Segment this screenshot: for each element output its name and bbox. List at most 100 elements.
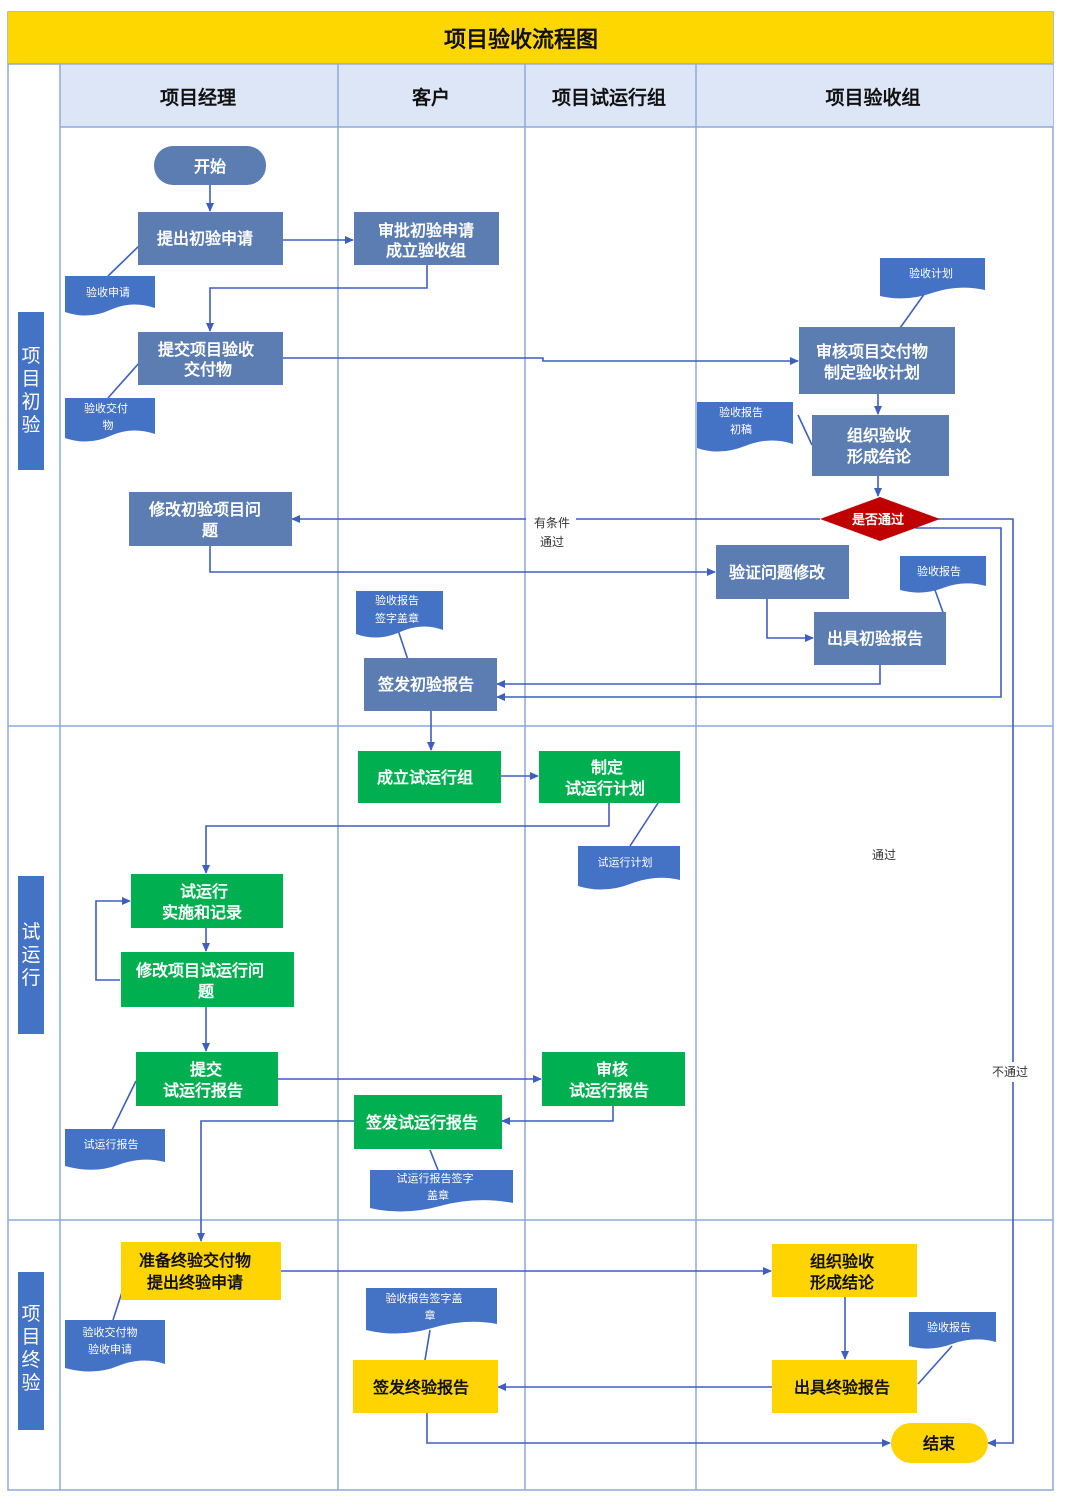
svg-text:验收交付物: 验收交付物 xyxy=(83,1325,138,1339)
svg-text:初: 初 xyxy=(21,391,40,413)
doc-deliverables: 验收交付 物 xyxy=(65,398,155,442)
svg-text:试运行报告签字: 试运行报告签字 xyxy=(397,1171,474,1185)
doc-report-initial: 验收报告 xyxy=(900,556,986,593)
svg-text:成立验收组: 成立验收组 xyxy=(386,241,466,260)
svg-text:章: 章 xyxy=(425,1308,436,1322)
svg-text:验收报告签字盖: 验收报告签字盖 xyxy=(386,1291,463,1305)
svg-text:组织验收: 组织验收 xyxy=(810,1252,874,1271)
fix-trial-node: 修改项目试运行问 题 xyxy=(121,952,294,1007)
connectors xyxy=(95,185,1014,1447)
svg-text:签字盖章: 签字盖章 xyxy=(375,611,419,625)
doc-plan: 验收计划 xyxy=(880,258,985,299)
doc-sign-initial: 验收报告 签字盖章 xyxy=(356,591,443,638)
doc-sign-final: 验收报告签字盖 章 xyxy=(366,1288,497,1334)
svg-text:验收计划: 验收计划 xyxy=(909,266,953,280)
svg-text:出具初验报告: 出具初验报告 xyxy=(827,629,923,648)
svg-text:提出初验申请: 提出初验申请 xyxy=(157,229,253,248)
title-bar xyxy=(8,12,1053,64)
approve-node: 审批初验申请 成立验收组 xyxy=(354,212,499,265)
svg-text:目: 目 xyxy=(21,1326,40,1348)
establish-trial-node: 成立试运行组 xyxy=(358,751,501,803)
svg-text:目: 目 xyxy=(21,368,40,390)
svg-text:试运行报告: 试运行报告 xyxy=(163,1081,243,1100)
issue-final-report-node: 出具终验报告 xyxy=(772,1360,917,1413)
make-trial-plan-node: 制定 试运行计划 xyxy=(539,751,680,803)
svg-text:提交: 提交 xyxy=(190,1060,222,1079)
edge-label-conditional-1: 有条件 xyxy=(534,516,570,530)
doc-trial-report: 试运行报告 xyxy=(65,1129,165,1170)
svg-text:项: 项 xyxy=(21,345,40,367)
svg-text:制定: 制定 xyxy=(591,758,623,777)
prepare-final-node: 准备终验交付物 提出终验申请 xyxy=(121,1242,281,1300)
svg-text:盖章: 盖章 xyxy=(427,1188,449,1202)
svg-text:形成结论: 形成结论 xyxy=(810,1273,875,1292)
svg-text:形成结论: 形成结论 xyxy=(847,447,912,466)
lane-header-bar xyxy=(60,65,1053,127)
svg-text:题: 题 xyxy=(198,982,215,1001)
issue-initial-report-node: 出具初验报告 xyxy=(814,612,946,665)
lane-header-trial-group: 项目试运行组 xyxy=(552,86,666,109)
review-trial-report-node: 审核 试运行报告 xyxy=(542,1052,685,1106)
svg-text:试: 试 xyxy=(21,921,40,943)
doc-apply: 验收申请 xyxy=(65,276,155,316)
svg-text:运: 运 xyxy=(21,944,40,966)
svg-text:提交项目验收: 提交项目验收 xyxy=(158,340,254,359)
svg-text:签发试运行报告: 签发试运行报告 xyxy=(365,1113,478,1132)
svg-text:修改项目试运行问: 修改项目试运行问 xyxy=(135,961,264,980)
svg-text:审核项目交付物: 审核项目交付物 xyxy=(816,342,928,361)
svg-text:是否通过: 是否通过 xyxy=(851,512,904,528)
verify-fix-node: 验证问题修改 xyxy=(716,545,849,599)
svg-text:验收报告: 验收报告 xyxy=(927,1320,971,1334)
svg-text:实施和记录: 实施和记录 xyxy=(162,903,242,922)
svg-text:验收报告: 验收报告 xyxy=(375,593,419,607)
svg-text:验收申请: 验收申请 xyxy=(86,285,130,299)
svg-text:验收申请: 验收申请 xyxy=(88,1342,132,1356)
edge-label-pass: 通过 xyxy=(872,848,896,862)
doc-draft: 验收报告 初稿 xyxy=(697,402,793,452)
svg-text:验收报告: 验收报告 xyxy=(719,405,763,419)
svg-text:制定验收计划: 制定验收计划 xyxy=(824,363,920,382)
svg-text:签发初验报告: 签发初验报告 xyxy=(377,675,474,694)
svg-text:修改初验项目问: 修改初验项目问 xyxy=(148,500,261,519)
lane-header-project-manager: 项目经理 xyxy=(160,86,236,109)
doc-trial-plan: 试运行计划 xyxy=(578,846,680,890)
svg-text:开始: 开始 xyxy=(194,157,226,176)
trial-impl-node: 试运行 实施和记录 xyxy=(131,874,283,928)
svg-text:行: 行 xyxy=(21,967,40,989)
fix-issues-node: 修改初验项目问 题 xyxy=(129,492,292,546)
svg-text:验证问题修改: 验证问题修改 xyxy=(729,563,826,582)
page-title: 项目验收流程图 xyxy=(444,27,598,53)
phase-final-text: 项 目 终 验 xyxy=(21,1303,40,1394)
svg-text:提出终验申请: 提出终验申请 xyxy=(147,1273,243,1292)
start-node: 开始 xyxy=(154,146,266,185)
svg-text:成立试运行组: 成立试运行组 xyxy=(377,768,473,787)
lane-header-acceptance-group: 项目验收组 xyxy=(825,86,920,109)
svg-text:验: 验 xyxy=(21,1372,40,1394)
svg-text:初稿: 初稿 xyxy=(730,422,752,436)
sign-final-report-node: 签发终验报告 xyxy=(353,1360,498,1413)
submit-initial-node: 提出初验申请 xyxy=(138,212,283,265)
svg-text:验收交付: 验收交付 xyxy=(84,401,128,415)
edge-label-conditional-2: 通过 xyxy=(540,535,564,549)
svg-text:验: 验 xyxy=(21,414,40,436)
svg-text:审批初验申请: 审批初验申请 xyxy=(378,221,474,240)
phase-trial-text: 试 运 行 xyxy=(21,921,40,989)
svg-text:物: 物 xyxy=(103,418,114,432)
submit-trial-report-node: 提交 试运行报告 xyxy=(136,1052,278,1106)
doc-trial-sign: 试运行报告签字 盖章 xyxy=(370,1170,513,1212)
svg-text:试运行报告: 试运行报告 xyxy=(84,1137,139,1151)
submit-deliverables-node: 提交项目验收 交付物 xyxy=(138,332,283,385)
svg-text:试运行计划: 试运行计划 xyxy=(598,856,653,869)
phase-initial-text: 项 目 初 验 xyxy=(21,345,40,436)
svg-text:审核: 审核 xyxy=(596,1060,628,1079)
organize-initial-node: 组织验收 形成结论 xyxy=(812,415,949,476)
phase-label-initial xyxy=(18,312,44,470)
svg-text:验收报告: 验收报告 xyxy=(917,564,961,578)
organize-final-node: 组织验收 形成结论 xyxy=(772,1244,917,1297)
svg-text:出具终验报告: 出具终验报告 xyxy=(794,1378,890,1397)
sign-trial-report-node: 签发试运行报告 xyxy=(354,1095,502,1149)
svg-text:项: 项 xyxy=(21,1303,40,1325)
svg-text:试运行报告: 试运行报告 xyxy=(569,1081,649,1100)
doc-report-final: 验收报告 xyxy=(909,1312,996,1349)
